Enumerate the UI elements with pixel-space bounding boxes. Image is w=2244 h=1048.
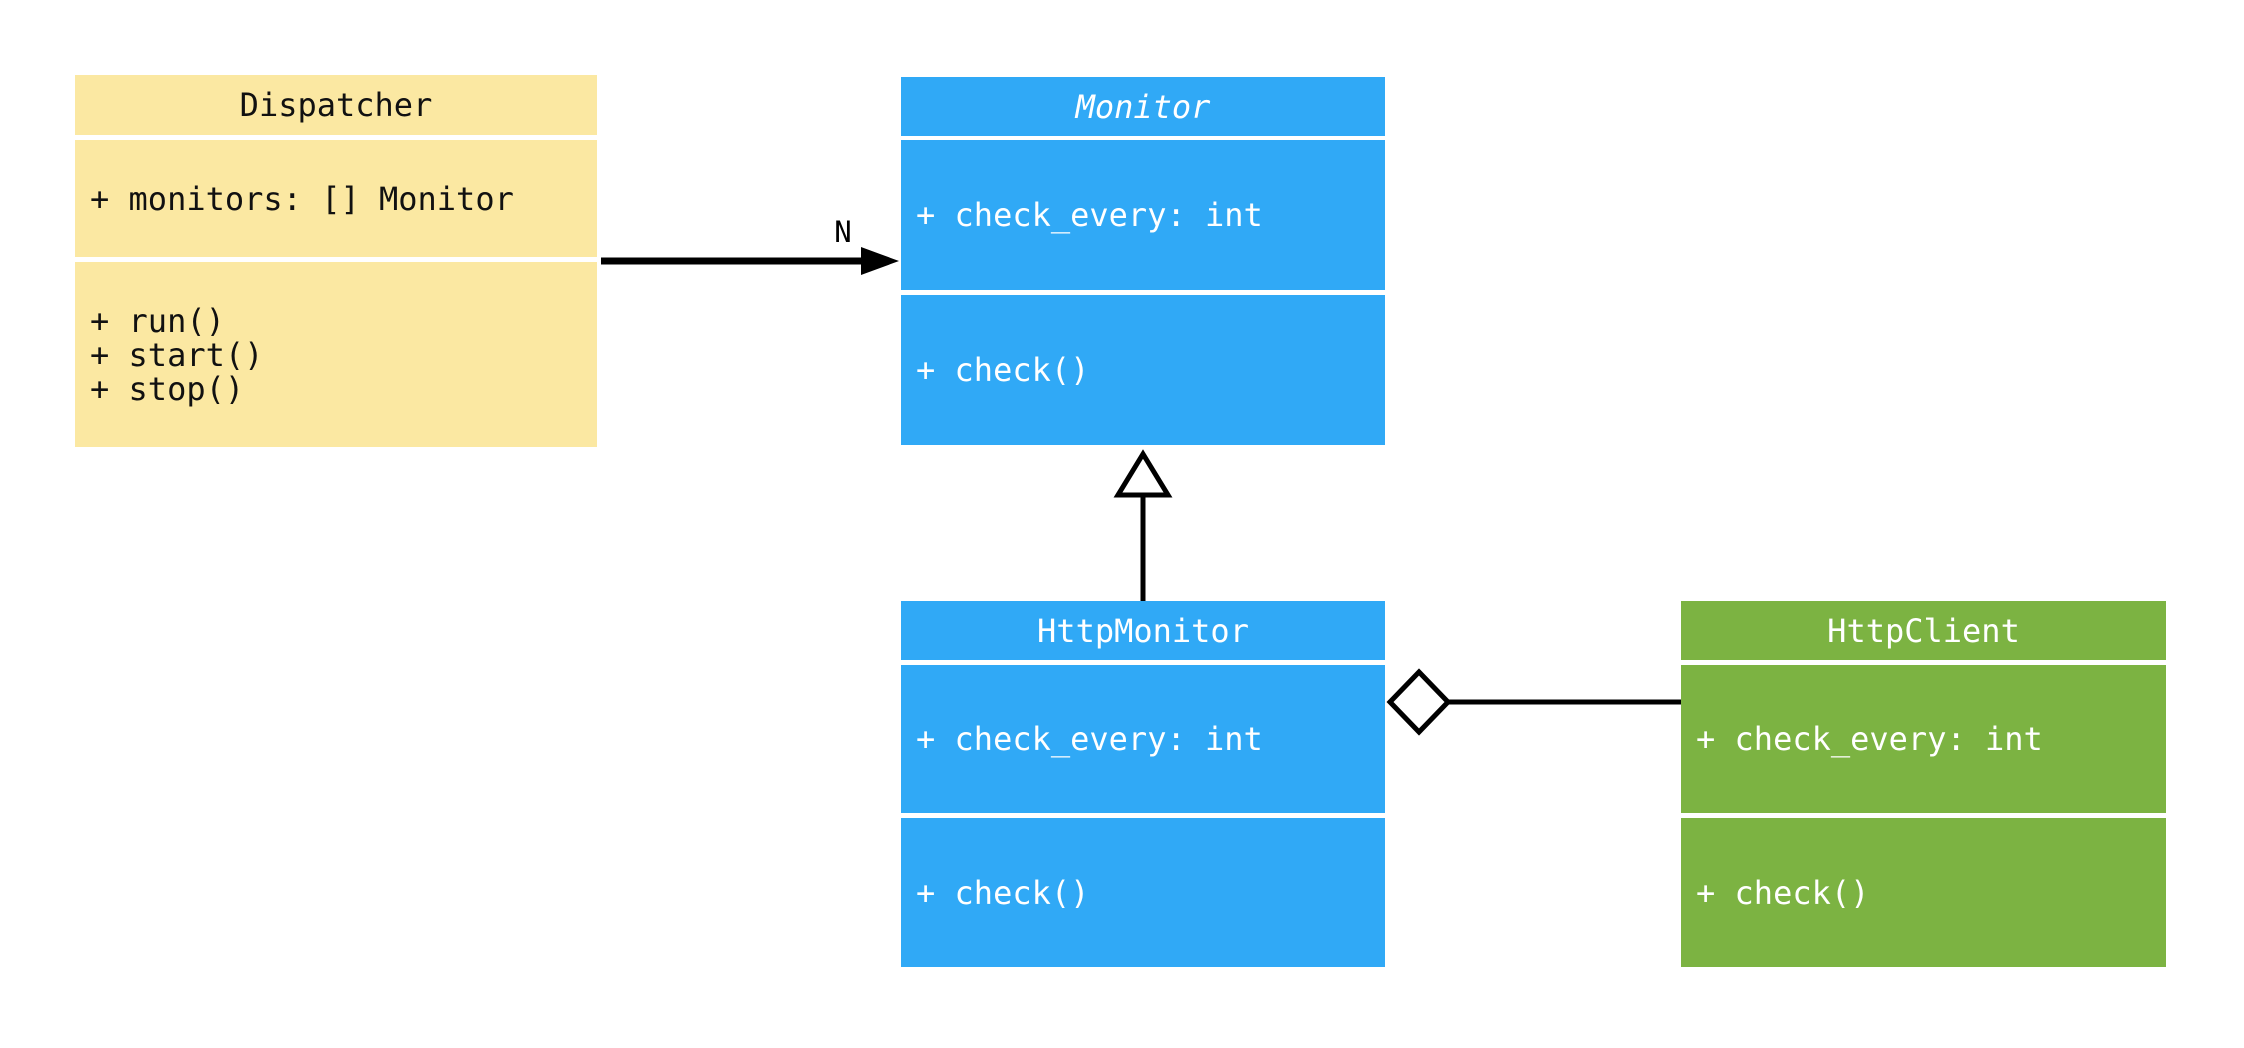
class-title-section: HttpMonitor bbox=[901, 601, 1385, 660]
class-title-section: Monitor bbox=[901, 77, 1385, 136]
class-title: HttpClient bbox=[1827, 611, 2020, 650]
class-title-section: HttpClient bbox=[1681, 601, 2166, 660]
class-attributes-section: + check_every: int bbox=[901, 140, 1385, 290]
multiplicity-label: N bbox=[834, 215, 851, 249]
class-attributes-section: + monitors: [] Monitor bbox=[75, 140, 597, 257]
method-item: + start() bbox=[90, 335, 264, 374]
attribute-item: + monitors: [] Monitor bbox=[90, 179, 514, 218]
class-methods-section: + run() + start() + stop() bbox=[75, 262, 597, 447]
class-methods-section: + check() bbox=[901, 295, 1385, 445]
attribute-item: + check_every: int bbox=[916, 196, 1263, 234]
aggregation-diamond-icon bbox=[1386, 668, 1452, 736]
class-methods-section: + check() bbox=[1681, 818, 2166, 967]
class-box-monitor: Monitor + check_every: int + check() bbox=[901, 77, 1385, 445]
method-item: + check() bbox=[916, 351, 1090, 389]
class-attributes-section: + check_every: int bbox=[1681, 665, 2166, 813]
method-item: + stop() bbox=[90, 369, 245, 408]
class-title-section: Dispatcher bbox=[75, 75, 597, 135]
attribute-item: + check_every: int bbox=[916, 720, 1263, 758]
class-title: Monitor bbox=[1075, 87, 1211, 126]
method-item: + run() bbox=[90, 301, 225, 340]
attribute-item: + check_every: int bbox=[1696, 720, 2043, 758]
association-arrowhead-icon bbox=[861, 247, 899, 275]
class-box-http-client: HttpClient + check_every: int + check() bbox=[1681, 601, 2166, 967]
class-attributes-section: + check_every: int bbox=[901, 665, 1385, 813]
class-methods-section: + check() bbox=[901, 818, 1385, 967]
class-box-dispatcher: Dispatcher + monitors: [] Monitor + run(… bbox=[75, 75, 597, 447]
class-title: Dispatcher bbox=[239, 86, 433, 124]
method-item: + check() bbox=[1696, 873, 1870, 912]
generalization-triangle-icon bbox=[1113, 449, 1173, 498]
class-box-http-monitor: HttpMonitor + check_every: int + check() bbox=[901, 601, 1385, 967]
class-title: HttpMonitor bbox=[1037, 611, 1249, 650]
method-item: + check() bbox=[916, 873, 1090, 912]
